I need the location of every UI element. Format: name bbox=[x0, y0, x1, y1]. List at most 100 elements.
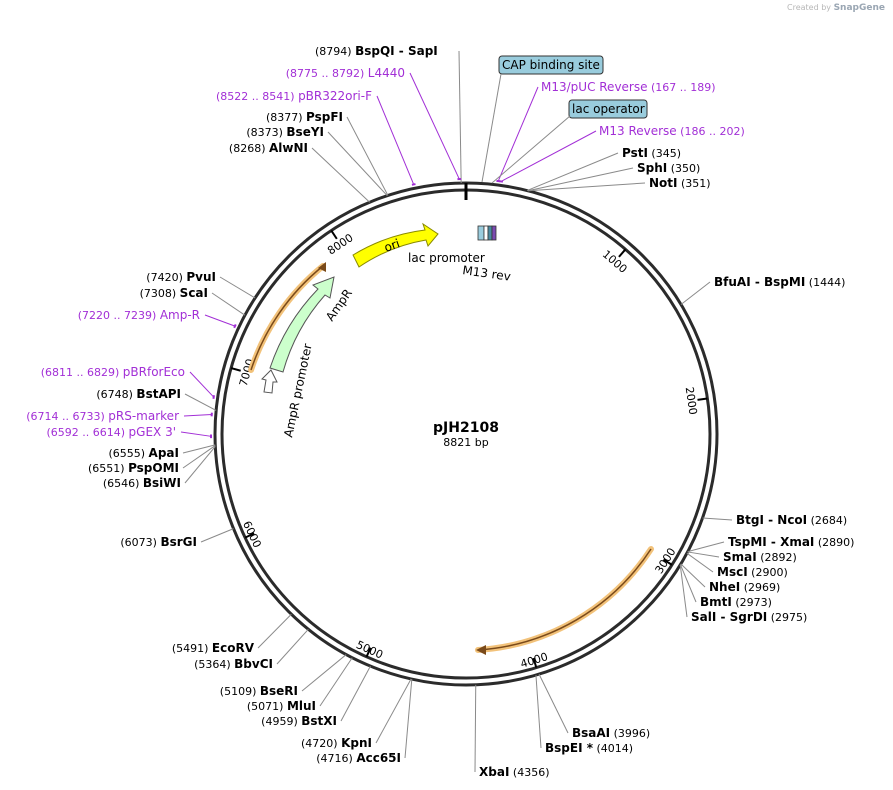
lac-operator-text: lac operator bbox=[572, 102, 645, 116]
primer-l4440[interactable]: (8775 .. 8792) L4440 bbox=[286, 66, 405, 80]
enzyme-tspmi[interactable]: TspMI - XmaI (2890) bbox=[728, 535, 854, 549]
enzyme-xbai[interactable]: XbaI (4356) bbox=[479, 765, 549, 779]
enzyme-pspfi[interactable]: (8377) PspFI bbox=[266, 110, 343, 124]
enzyme-msci[interactable]: MscI (2900) bbox=[717, 565, 788, 579]
enzyme-sali[interactable]: SalI - SgrDI (2975) bbox=[691, 610, 807, 624]
primer-connector-ampr_p bbox=[204, 314, 236, 327]
lac-promoter-block bbox=[483, 225, 489, 241]
primer-connector-pbrforeco bbox=[189, 371, 215, 398]
primer-text-pbr322: (8522 .. 8541) pBR322ori-F bbox=[216, 89, 372, 103]
ampr-promoter-arrow bbox=[261, 369, 278, 394]
lac-operator-block bbox=[487, 225, 493, 241]
connector-ecorv bbox=[257, 613, 292, 649]
connector-pspfi bbox=[346, 116, 389, 196]
m13-rev-block bbox=[491, 225, 497, 241]
enzyme-pspomi[interactable]: (6551) PspOMI bbox=[88, 461, 179, 475]
enzyme-sphi[interactable]: SphI (350) bbox=[637, 161, 700, 175]
enzyme-alwni[interactable]: (8268) AlwNI bbox=[229, 141, 308, 155]
connector-msci bbox=[686, 552, 714, 573]
enzyme-bseyi[interactable]: (8373) BseYI bbox=[246, 125, 324, 139]
primer-prs[interactable]: (6714 .. 6733) pRS-marker bbox=[26, 409, 179, 423]
primer-m13puc[interactable]: M13/pUC Reverse (167 .. 189) bbox=[541, 80, 716, 94]
primer-text-m13puc: M13/pUC Reverse (167 .. 189) bbox=[541, 80, 716, 94]
enzyme-noti[interactable]: NotI (351) bbox=[649, 176, 711, 190]
highlight-arc-left-line bbox=[250, 265, 324, 371]
enzyme-bsiwi[interactable]: (6546) BsiWI bbox=[103, 476, 181, 490]
primer-pbrforeco[interactable]: (6811 .. 6829) pBRforEco bbox=[41, 365, 185, 379]
enzyme-text-pspomi: (6551) PspOMI bbox=[88, 461, 179, 475]
highlight-arc-right bbox=[475, 546, 654, 653]
connector-kpni bbox=[375, 678, 412, 744]
enzyme-bsrgi2[interactable]: (6073) BsrGI bbox=[120, 535, 197, 549]
ampr-feature-arrow bbox=[269, 276, 335, 373]
cap-binding-box[interactable]: CAP binding site bbox=[498, 55, 604, 75]
enzyme-nhei[interactable]: NheI (2969) bbox=[709, 580, 780, 594]
primer-m13rev[interactable]: M13 Reverse (186 .. 202) bbox=[599, 124, 745, 138]
enzyme-bstapi[interactable]: (6748) BstAPI bbox=[96, 387, 181, 401]
enzyme-kpni[interactable]: (4720) KpnI bbox=[301, 736, 372, 750]
enzyme-text-xbai: XbaI (4356) bbox=[479, 765, 549, 779]
connector-bsaai bbox=[538, 673, 569, 734]
primer-connector-pgex bbox=[180, 431, 212, 437]
enzyme-text-bsrgi: BtgI - NcoI (2684) bbox=[736, 513, 847, 527]
ori-feature-arrow bbox=[352, 222, 439, 268]
tick-4000 bbox=[532, 657, 538, 668]
enzyme-text-bspqi: (8794) BspQI - SapI bbox=[315, 44, 438, 58]
enzyme-text-apai: (6555) ApaI bbox=[108, 446, 179, 460]
enzyme-mlui[interactable]: (5071) MluI bbox=[247, 699, 316, 713]
primer-text-prs: (6714 .. 6733) pRS-marker bbox=[26, 409, 179, 423]
arc-arrowhead-left bbox=[318, 262, 326, 272]
primer-mark-pbr322 bbox=[411, 183, 416, 186]
primer-ampr_p[interactable]: (7220 .. 7239) Amp-R bbox=[78, 308, 200, 322]
connector-psti bbox=[526, 152, 619, 192]
enzyme-bspei[interactable]: BspEI * (4014) bbox=[545, 741, 633, 755]
lac-operator-box[interactable]: lac operator bbox=[568, 99, 648, 119]
enzyme-text-bbvci: (5364) BbvCI bbox=[194, 657, 273, 671]
enzyme-bmti[interactable]: BmtI (2973) bbox=[700, 595, 772, 609]
enzyme-text-noti: NotI (351) bbox=[649, 176, 711, 190]
enzyme-text-smai: SmaI (2892) bbox=[723, 550, 797, 564]
connector-bspqi bbox=[458, 50, 462, 184]
tick-label-8000: 8000 bbox=[325, 231, 356, 257]
enzyme-text-bseyi: (8373) BseYI bbox=[246, 125, 324, 139]
connector-alwni bbox=[311, 147, 371, 203]
enzyme-text-bstxi: (4959) BstXI bbox=[261, 714, 337, 728]
connector-xbai bbox=[474, 684, 477, 773]
connector-bstapi bbox=[184, 393, 217, 411]
enzyme-apai[interactable]: (6555) ApaI bbox=[108, 446, 179, 460]
primer-text-l4440: (8775 .. 8792) L4440 bbox=[286, 66, 405, 80]
m13-rev-label: M13 rev bbox=[462, 263, 512, 284]
cap-binding-label: CAP binding site bbox=[502, 58, 600, 72]
connector-bstxi bbox=[340, 665, 371, 722]
enzyme-bbvci[interactable]: (5364) BbvCI bbox=[194, 657, 273, 671]
enzyme-ecorv[interactable]: (5491) EcoRV bbox=[172, 641, 255, 655]
primer-pbr322[interactable]: (8522 .. 8541) pBR322ori-F bbox=[216, 89, 372, 103]
enzyme-bfuai[interactable]: BfuAI - BspMI (1444) bbox=[714, 275, 845, 289]
highlight-arc-right-line bbox=[477, 548, 652, 651]
connector-pspomi bbox=[182, 445, 216, 469]
connector-bspei bbox=[535, 675, 542, 749]
label-connectors bbox=[180, 50, 733, 773]
cap-site-block bbox=[477, 225, 485, 241]
connector-smai bbox=[687, 551, 720, 558]
enzyme-acc65i[interactable]: (4716) Acc65I bbox=[316, 751, 401, 765]
primer-connector-prs bbox=[183, 414, 212, 417]
enzyme-bstxi[interactable]: (4959) BstXI bbox=[261, 714, 337, 728]
enzyme-bsaai[interactable]: BsaAI (3996) bbox=[572, 726, 650, 740]
enzyme-pvui[interactable]: (7420) PvuI bbox=[146, 270, 216, 284]
primer-pgex[interactable]: (6592 .. 6614) pGEX 3' bbox=[46, 425, 176, 439]
enzyme-text-bmti: BmtI (2973) bbox=[700, 595, 772, 609]
enzyme-psti[interactable]: PstI (345) bbox=[622, 146, 681, 160]
enzyme-scai[interactable]: (7308) ScaI bbox=[140, 286, 208, 300]
enzyme-bseri[interactable]: (5109) BseRI bbox=[220, 684, 298, 698]
enzyme-text-pvui: (7420) PvuI bbox=[146, 270, 216, 284]
primer-labels: (8775 .. 8792) L4440 (8522 .. 8541) pBR32… bbox=[26, 66, 745, 439]
enzyme-bsrgi[interactable]: BtgI - NcoI (2684) bbox=[736, 513, 847, 527]
tick-label-2000: 2000 bbox=[683, 386, 700, 416]
lac-promoter-label: lac promoter bbox=[408, 251, 485, 265]
enzyme-bspqi[interactable]: (8794) BspQI - SapI bbox=[315, 44, 438, 58]
enzyme-text-bfuai: BfuAI - BspMI (1444) bbox=[714, 275, 845, 289]
enzyme-smai[interactable]: SmaI (2892) bbox=[723, 550, 797, 564]
tick-6000 bbox=[244, 532, 255, 539]
connector-sali bbox=[679, 564, 688, 618]
